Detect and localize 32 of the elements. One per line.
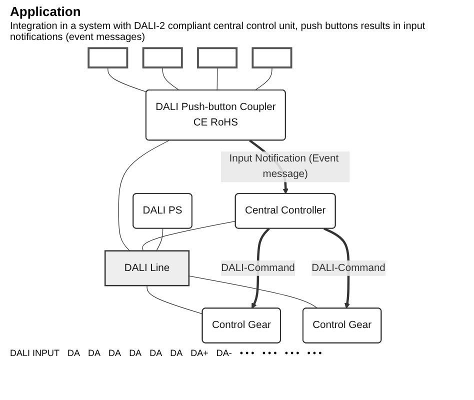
label: • • • [262,348,277,358]
label: • • • [240,348,254,358]
edge-label: DALI-Command [312,262,386,274]
connector [216,67,218,91]
node-box [197,47,238,68]
connector [188,276,318,309]
connector [118,140,170,252]
connector [146,285,203,314]
connector [156,228,164,252]
label: DA- [216,348,232,358]
label: DA+ [190,348,208,358]
label: DA [88,348,101,358]
edge-label: DALI-Command [221,262,295,274]
node-box: DALI Line [104,250,190,286]
connector [254,67,272,91]
label: DA [150,348,162,358]
title: Application [10,4,82,19]
label: DALI INPUT [10,348,60,358]
label: • • • [284,348,300,358]
label: • • • [307,348,322,358]
node-box [252,47,292,68]
label: DA [129,348,142,358]
label: DA [108,348,122,358]
connector [142,220,236,252]
label: DA [68,348,80,358]
caption: Integration in a system with DALI-2 compliant central control unit, push buttons results in input notifications (event messages) [10,21,426,43]
edge-label: Input Notification (Event message) [229,153,339,180]
node-box [142,47,183,68]
label: DA [170,348,183,358]
connector [162,67,180,91]
node-box [88,47,128,68]
connector [108,67,147,92]
